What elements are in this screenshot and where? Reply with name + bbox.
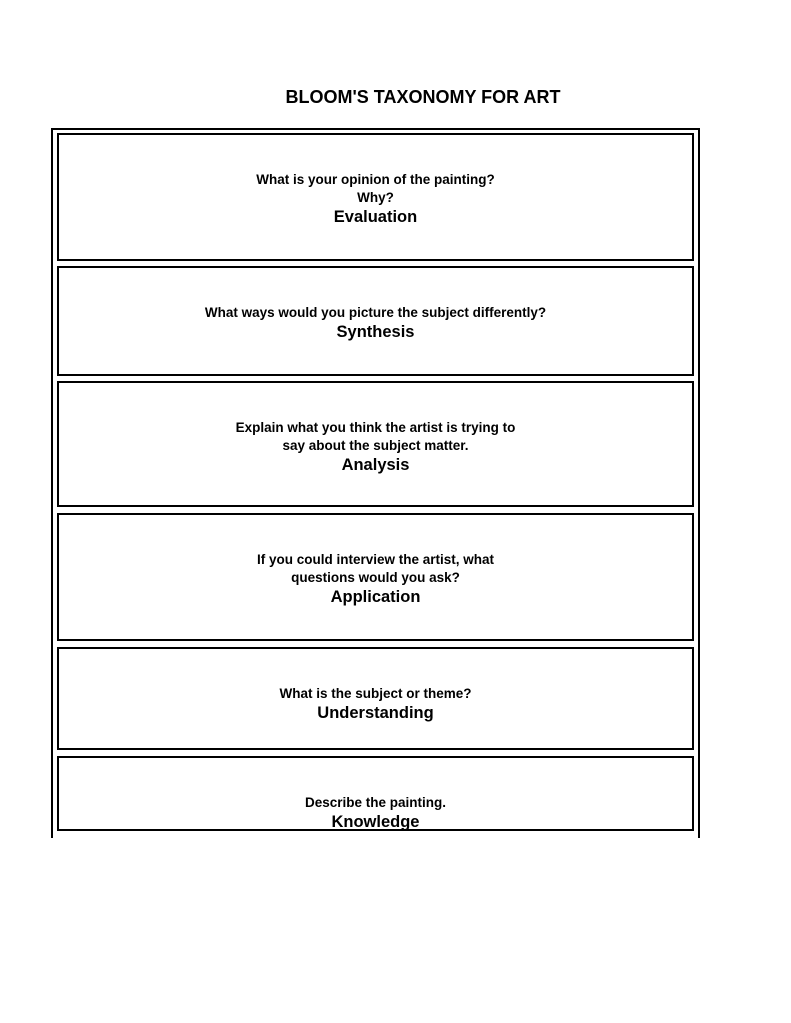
taxonomy-frame: What is your opinion of the painting?Why… <box>51 128 700 838</box>
level-name: Evaluation <box>333 208 418 226</box>
taxonomy-level-box: Describe the painting. Knowledge <box>57 756 694 831</box>
level-name: Synthesis <box>336 323 415 341</box>
level-question: Describe the painting. <box>304 795 447 810</box>
page-title: BLOOM'S TAXONOMY FOR ART <box>285 87 561 107</box>
level-question: Explain what you think the artist is try… <box>235 420 516 453</box>
level-question: What is the subject or theme? <box>279 686 472 701</box>
taxonomy-level-box: What is your opinion of the painting?Why… <box>57 133 694 261</box>
taxonomy-level-box: What is the subject or theme? Understand… <box>57 647 694 750</box>
taxonomy-level-box: What ways would you picture the subject … <box>57 266 694 376</box>
level-name: Analysis <box>341 456 410 474</box>
level-name: Understanding <box>317 704 434 722</box>
level-name: Application <box>330 588 421 606</box>
level-question: What ways would you picture the subject … <box>204 305 547 320</box>
level-question: What is your opinion of the painting?Why… <box>256 172 495 205</box>
level-name: Knowledge <box>331 813 420 831</box>
taxonomy-level-box: Explain what you think the artist is try… <box>57 381 694 507</box>
